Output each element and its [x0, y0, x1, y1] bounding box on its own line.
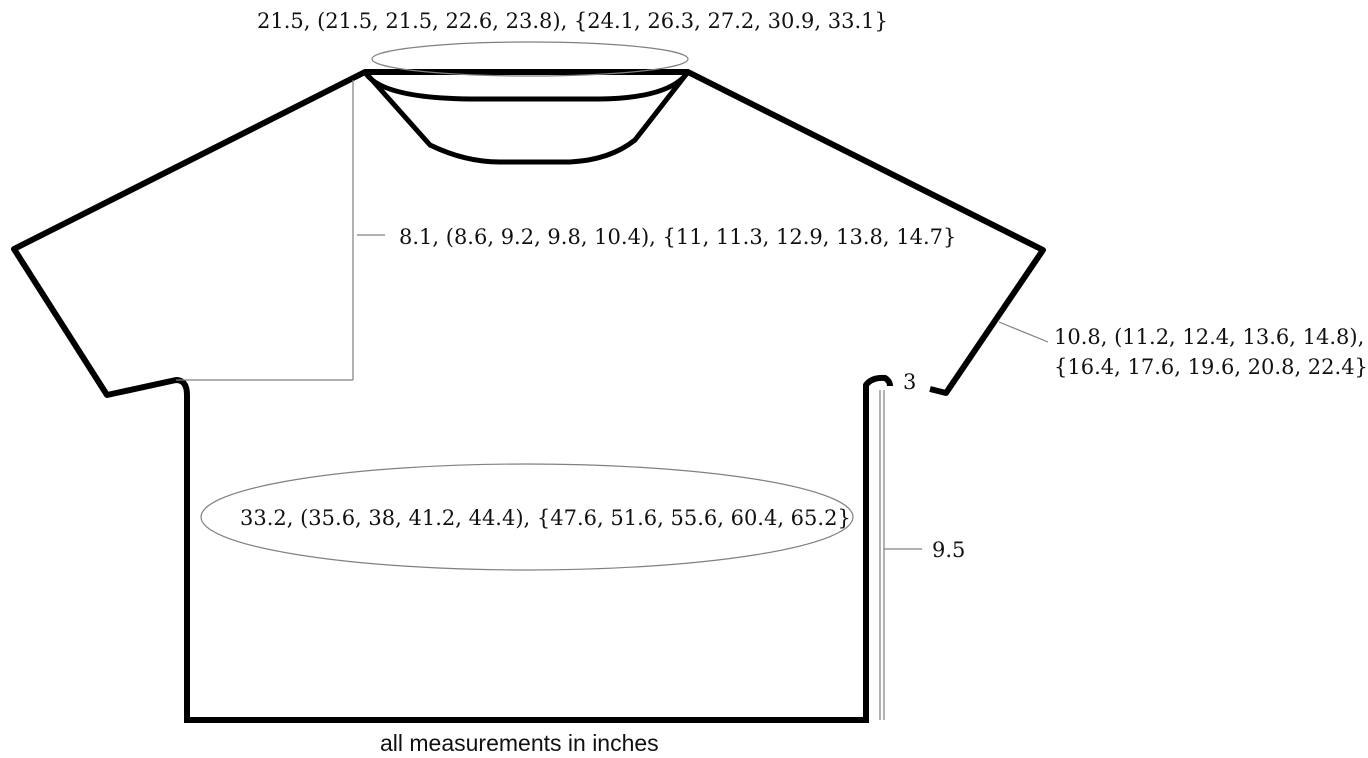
- shirt-outline: [11, 69, 1046, 720]
- armhole-depth-label: 8.1, (8.6, 9.2, 9.8, 10.4), {11, 11.3, 1…: [399, 225, 957, 249]
- sleeve-circumference-label-line2: {16.4, 17.6, 19.6, 20.8, 22.4}: [1054, 355, 1368, 379]
- sleeve-leader-line: [998, 321, 1049, 343]
- neckline-band-bottom: [363, 70, 690, 165]
- footer-note: all measurements in inches: [380, 730, 659, 756]
- neck-width-label: 21.5, (21.5, 21.5, 22.6, 23.8), {24.1, 2…: [257, 9, 888, 33]
- chest-circumference-label: 33.2, (35.6, 38, 41.2, 44.4), {47.6, 51.…: [240, 506, 851, 530]
- body-length-label: 9.5: [932, 538, 966, 562]
- underarm-label: 3: [903, 370, 917, 394]
- neck-width-ellipse: [371, 41, 689, 77]
- shirt-right-side: [863, 374, 893, 720]
- chest-ellipse: [200, 463, 854, 571]
- sleeve-circumference-label-line1: 10.8, (11.2, 12.4, 13.6, 14.8),: [1054, 325, 1365, 349]
- neckline-band-top: [362, 70, 691, 102]
